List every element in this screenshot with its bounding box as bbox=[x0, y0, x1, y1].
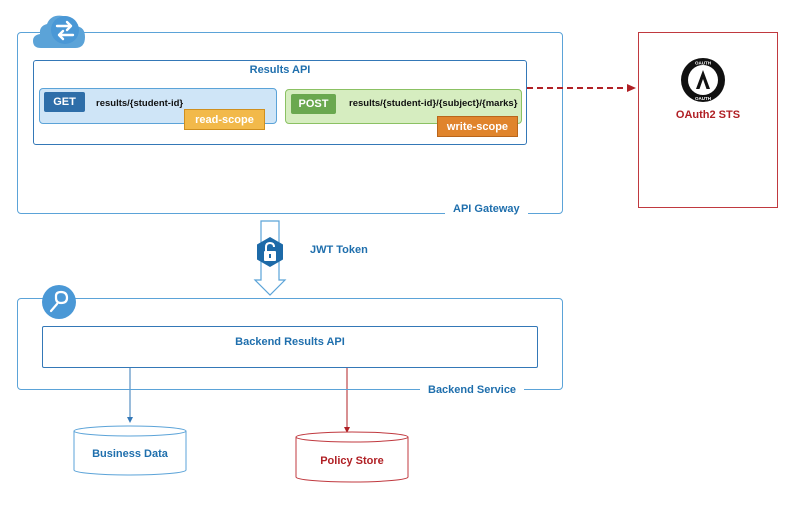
oauth-sts-container bbox=[638, 32, 778, 208]
jwt-token-label: JWT Token bbox=[310, 244, 368, 256]
policy-store-arrowhead bbox=[344, 427, 350, 433]
backend-service-icon bbox=[42, 285, 76, 319]
oauth-logo-bottom-text: OAUTH bbox=[695, 96, 711, 101]
business-data-cylinder-top bbox=[73, 425, 187, 437]
results-api-container bbox=[33, 60, 527, 145]
backend-service-container bbox=[17, 298, 563, 390]
results-api-title: Results API bbox=[249, 64, 311, 76]
backend-service-label: Backend Service bbox=[420, 384, 525, 396]
oauth-logo-icon: OAUTH OAUTH bbox=[681, 58, 725, 102]
business-data-arrowhead bbox=[127, 417, 133, 423]
post-method-badge: POST bbox=[291, 94, 336, 114]
business-data-cylinder bbox=[73, 431, 187, 476]
api-gateway-container bbox=[17, 32, 563, 214]
backend-results-api-title: Backend Results API bbox=[235, 336, 345, 348]
policy-store-label: Policy Store bbox=[320, 455, 384, 467]
sts-arrowhead bbox=[627, 84, 636, 92]
backend-results-api-container[interactable] bbox=[42, 326, 538, 368]
oauth-sts-label: OAuth2 STS bbox=[675, 109, 741, 121]
policy-store-cylinder bbox=[295, 437, 409, 483]
api-gateway-label: API Gateway bbox=[445, 203, 528, 215]
cloud-transfer-icon bbox=[33, 15, 85, 48]
policy-store-cylinder-top bbox=[295, 431, 409, 443]
write-scope-badge: write-scope bbox=[437, 116, 518, 137]
get-method-badge: GET bbox=[44, 92, 85, 112]
read-scope-badge: read-scope bbox=[184, 109, 265, 130]
business-data-label: Business Data bbox=[92, 448, 168, 460]
unlocked-padlock-icon bbox=[257, 237, 283, 267]
oauth-logo-top-text: OAUTH bbox=[695, 61, 711, 66]
get-endpoint-path: results/{student-id} bbox=[96, 98, 184, 109]
post-endpoint-path: results/{student-id}/{subject}/{marks} bbox=[349, 98, 518, 109]
